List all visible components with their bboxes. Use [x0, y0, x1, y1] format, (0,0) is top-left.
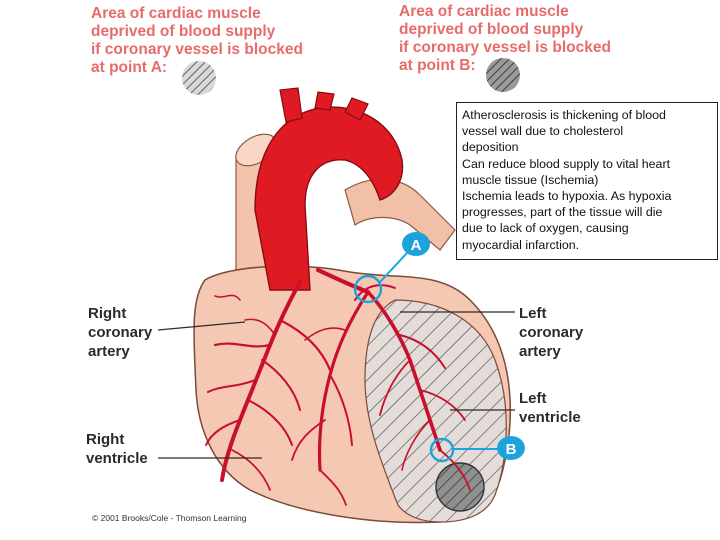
label-right-coronary-artery: Right coronary artery	[88, 304, 152, 361]
label-rca-line-3: artery	[88, 342, 152, 361]
label-lca-line-1: Left	[519, 304, 583, 323]
label-rca-line-1: Right	[88, 304, 152, 323]
label-right-ventricle: Right ventricle	[86, 430, 148, 468]
marker-a-label: A	[411, 237, 422, 254]
label-left-coronary-artery: Left coronary artery	[519, 304, 583, 361]
label-lv-line-2: ventricle	[519, 408, 581, 427]
note-line-7: progresses, part of the tissue will die	[462, 204, 712, 220]
label-rca-line-2: coronary	[88, 323, 152, 342]
label-lv-line-1: Left	[519, 389, 581, 408]
aorta	[255, 107, 403, 290]
note-line-9: myocardial infarction.	[462, 237, 712, 253]
note-line-2: vessel wall due to cholesterol	[462, 123, 712, 139]
label-lca-line-3: artery	[519, 342, 583, 361]
note-line-4: Can reduce blood supply to vital heart	[462, 156, 712, 172]
aortic-branch-2	[315, 92, 334, 110]
note-line-1: Atherosclerosis is thickening of blood	[462, 107, 712, 123]
note-line-8: due to lack of oxygen, causing	[462, 220, 712, 236]
copyright-credit: © 2001 Brooks/Cole - Thomson Learning	[92, 513, 246, 523]
note-line-5: muscle tissue (Ischemia)	[462, 172, 712, 188]
label-left-ventricle: Left ventricle	[519, 389, 581, 427]
note-line-3: deposition	[462, 139, 712, 155]
aortic-branch-1	[280, 88, 302, 122]
note-line-6: Ischemia leads to hypoxia. As hypoxia	[462, 188, 712, 204]
label-lca-line-2: coronary	[519, 323, 583, 342]
atherosclerosis-note: Atherosclerosis is thickening of blood v…	[456, 102, 718, 260]
label-rv-line-2: ventricle	[86, 449, 148, 468]
pulmonary-trunk	[345, 179, 455, 250]
label-rv-line-1: Right	[86, 430, 148, 449]
marker-b-label: B	[506, 441, 517, 458]
